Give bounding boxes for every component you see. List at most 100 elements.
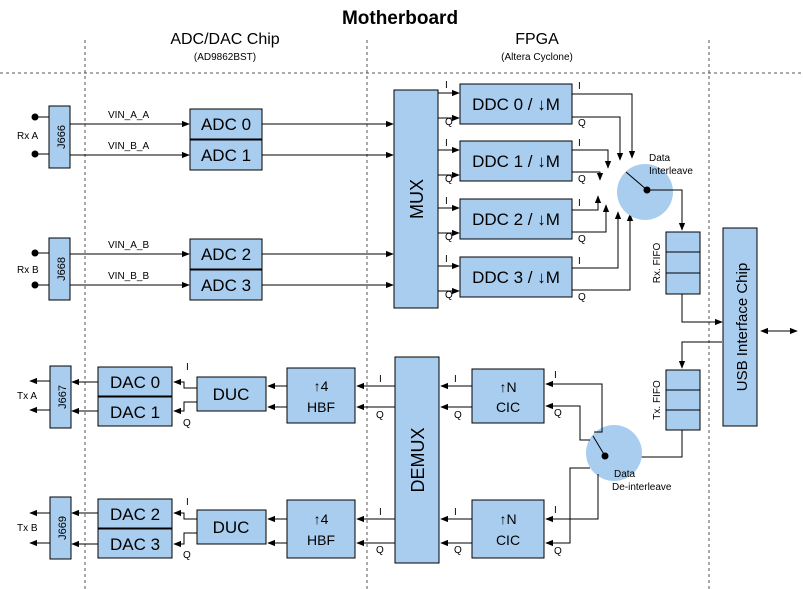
rx-path: Rx A J666 VIN_A_A VIN_B_A Rx B J668 VIN_… (17, 80, 723, 326)
demux-cic1-i-label: I (454, 507, 457, 518)
demux-label: DEMUX (408, 427, 428, 492)
rx-fifo-block (665, 231, 701, 295)
hbf-1-label-line1: ↑4 (314, 511, 329, 527)
hbf-0-block (286, 367, 356, 424)
hbf-1-label-line2: HBF (307, 532, 335, 548)
cic-1-label-line2: CIC (496, 532, 520, 548)
dac0-i-in-label: I (186, 362, 189, 373)
tx-fifo-block (665, 369, 701, 431)
cic-0-label-line1: ↑N (499, 379, 516, 395)
adc-1-label: ADC 1 (201, 146, 251, 165)
interleave-label-line1: Data (649, 153, 671, 164)
deinterleave-cic-links (545, 380, 603, 547)
dac2-i-in-label: I (186, 497, 189, 508)
cic-1-label-line1: ↑N (499, 511, 516, 527)
ddc-0-block (459, 83, 573, 125)
j667-connector (49, 365, 72, 429)
ddc-interleave-links (572, 93, 636, 291)
dac-2-label: DAC 2 (110, 505, 160, 524)
ddc-3-block (459, 256, 573, 298)
deinterleave-label-line2: De-interleave (612, 482, 672, 493)
demux-block (394, 356, 440, 564)
cic1-i-in-label: I (554, 505, 557, 516)
mux-ddc3-i-label: I (445, 254, 448, 265)
ddc-0-label: DDC 0 / ↓M (472, 95, 560, 114)
ddc2-q-out-label: Q (578, 234, 586, 245)
ddc0-i-out-label: I (578, 81, 581, 92)
tx-path: Tx. FIFO Data De-interleave I Q I Q ↑N C… (17, 341, 722, 564)
hbf0-q-in-label: Q (376, 410, 384, 421)
data-deinterleave-switch (586, 425, 642, 481)
tx-a-label: Tx A (17, 391, 37, 402)
dac3-q-in-label: Q (183, 550, 191, 561)
mux-ddc2-i-label: I (445, 196, 448, 207)
fpga-section-title: FPGA (515, 31, 559, 48)
j669-connector (49, 496, 72, 560)
mux-ddc0-i-label: I (445, 80, 448, 91)
ddc-1-label: DDC 1 / ↓M (472, 152, 560, 171)
cic0-i-in-label: I (554, 370, 557, 381)
mux-ddc2-q-label: Q (445, 232, 453, 243)
ddc-2-label: DDC 2 / ↓M (472, 210, 560, 229)
ddc3-q-out-label: Q (578, 292, 586, 303)
adc-2-block (189, 238, 263, 270)
dac-0-label: DAC 0 (110, 373, 160, 392)
diagram-title: Motherboard (342, 8, 458, 29)
duc-0-block (196, 376, 267, 412)
rx-a-label: Rx A (17, 131, 38, 142)
cic1-q-in-label: Q (554, 546, 562, 557)
ddc3-i-out-label: I (578, 256, 581, 267)
ddc1-q-out-label: Q (578, 174, 586, 185)
adc-0-block (189, 108, 263, 140)
usb-interface-chip-block (722, 227, 758, 427)
ddc1-i-out-label: I (578, 138, 581, 149)
dac-3-label: DAC 3 (110, 535, 160, 554)
mux-block (393, 89, 439, 309)
interleave-arm (625, 171, 648, 191)
mux-label: MUX (407, 179, 427, 219)
ddc-3-label: DDC 3 / ↓M (472, 268, 560, 287)
demux-cic0-i-label: I (454, 374, 457, 385)
cic-1-block (471, 499, 545, 559)
demux-cic1-q-label: Q (454, 545, 462, 556)
fpga-section-subtitle: (Altera Cyclone) (501, 52, 573, 63)
cic-0-label-line2: CIC (496, 399, 520, 415)
j668-connector (48, 237, 71, 301)
vin-b-a-label: VIN_B_A (108, 141, 149, 152)
hbf-0-label-line2: HBF (307, 399, 335, 415)
duc-0-label: DUC (213, 385, 250, 404)
adc-dac-section-subtitle: (AD9862BST) (194, 52, 256, 63)
j666-label: J666 (56, 125, 68, 149)
j667-label: J667 (57, 385, 69, 409)
vin-b-b-label: VIN_B_B (108, 271, 149, 282)
vin-a-b-label: VIN_A_B (108, 240, 149, 251)
j668-label: J668 (56, 257, 68, 281)
usb-interface-chip-label: USB Interface Chip (734, 263, 751, 391)
duc-1-block (196, 509, 267, 545)
hbf-0-label-line1: ↑4 (314, 378, 329, 394)
duc-1-label: DUC (213, 518, 250, 537)
adc-dac-section-title: ADC/DAC Chip (170, 31, 279, 48)
ddc-2-block (459, 198, 573, 240)
hbf1-i-in-label: I (379, 507, 382, 518)
hbf1-q-in-label: Q (376, 545, 384, 556)
hbf0-i-in-label: I (379, 374, 382, 385)
rx-fifo-label: Rx. FIFO (652, 243, 663, 284)
dac-1-label: DAC 1 (110, 403, 160, 422)
mux-ddc3-q-label: Q (445, 290, 453, 301)
dac-3-block (97, 528, 173, 559)
mux-ddc1-q-label: Q (445, 174, 453, 185)
adc-1-block (189, 139, 263, 171)
ddc0-q-out-label: Q (578, 118, 586, 129)
ddc2-i-out-label: I (578, 198, 581, 209)
j666-connector (48, 105, 71, 169)
mux-ddc0-q-label: Q (445, 117, 453, 128)
dac-1-block (97, 396, 173, 427)
mux-ddc1-i-label: I (445, 138, 448, 149)
deinterleave-arm (592, 435, 606, 457)
tx-b-label: Tx B (17, 523, 38, 534)
cic-0-block (471, 368, 545, 424)
dac1-q-in-label: Q (183, 418, 191, 429)
interleave-label-line2: Interleave (649, 166, 693, 177)
